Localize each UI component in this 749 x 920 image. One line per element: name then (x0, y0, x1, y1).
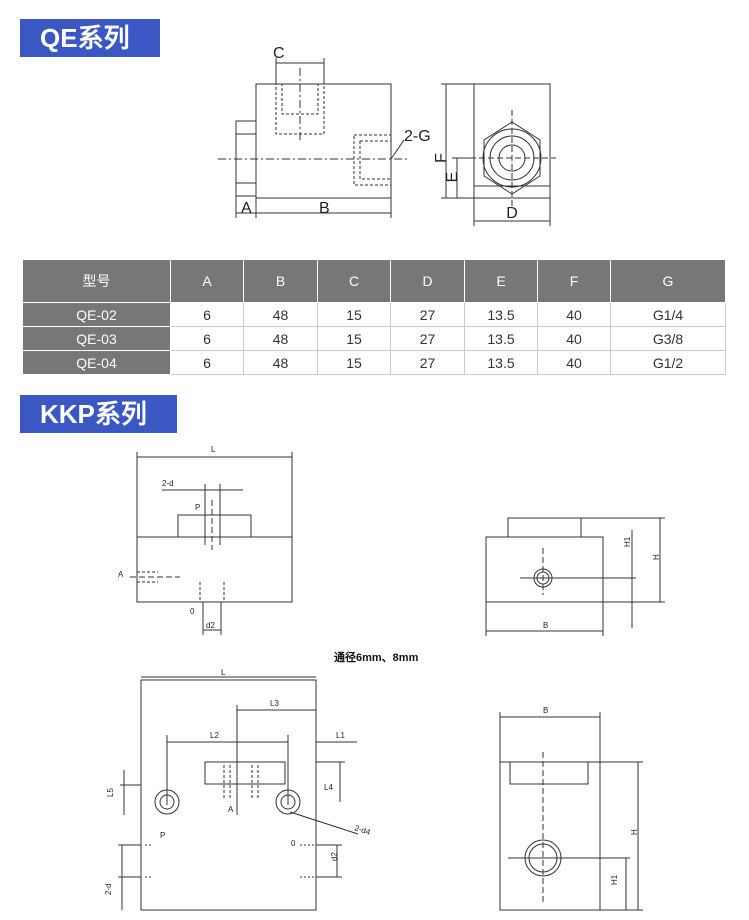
kkp-lower-label-d2: d2 (330, 852, 339, 861)
kkp-lower-label-l: L (221, 668, 226, 677)
header-model: 型号 (22, 259, 171, 303)
kkp-upper-label-l: L (211, 445, 216, 454)
kkp-upper-label-d2: d2 (206, 621, 215, 630)
kkp-lower-label-l1: L1 (336, 731, 345, 740)
cell: 27 (390, 350, 465, 375)
kkp-lower-label-b: B (543, 706, 548, 715)
kkp-upper-label-h: H (652, 554, 661, 560)
header-d: D (390, 259, 465, 303)
table-row: QE-04 6 48 15 27 13.5 40 G1/2 (22, 350, 726, 375)
kkp-upper-label-o: 0 (190, 607, 195, 616)
cell: 6 (170, 326, 244, 351)
kkp-lower-label-h1: H1 (610, 874, 619, 885)
cell: 13.5 (464, 350, 538, 375)
header-b: B (243, 259, 318, 303)
kkp-upper-label-a: A (118, 570, 124, 579)
kkp-lower-label-2d: 2-d (104, 883, 113, 895)
cell: 48 (243, 302, 318, 327)
cell-model: QE-04 (22, 350, 171, 375)
qe-label-e: E (444, 172, 461, 183)
cell: 40 (537, 350, 611, 375)
qe-dimension-drawing: C 2-G A B F E D (218, 45, 556, 226)
qe-series-title: QE系列 (20, 19, 160, 57)
cell: 13.5 (464, 302, 538, 327)
kkp-lower-label-2d4: 2-d4 (353, 823, 372, 837)
kkp-upper-label-b: B (543, 621, 548, 630)
kkp-lower-label-l3: L3 (270, 699, 279, 708)
cell: 48 (243, 326, 318, 351)
header-g: G (610, 259, 726, 303)
cell: 15 (317, 302, 391, 327)
kkp-upper-label-p: P (195, 503, 200, 512)
qe-label-g: 2-G (404, 128, 431, 145)
kkp-upper-label-h1: H1 (623, 536, 632, 547)
qe-label-b: B (319, 200, 330, 217)
kkp-lower-label-h: H (630, 829, 639, 835)
cell-model: QE-03 (22, 326, 171, 351)
table-row: QE-03 6 48 15 27 13.5 40 G3/8 (22, 326, 726, 351)
qe-label-d: D (506, 205, 518, 222)
qe-spec-table: 型号 A B C D E F G QE-02 6 48 15 27 13.5 4… (22, 259, 726, 375)
cell: G3/8 (610, 326, 726, 351)
header-a: A (170, 259, 244, 303)
cell: 40 (537, 302, 611, 327)
cell: G1/4 (610, 302, 726, 327)
kkp-lower-label-o: 0 (291, 839, 296, 848)
cell-model: QE-02 (22, 302, 171, 327)
cell: 6 (170, 350, 244, 375)
kkp-lower-label-l4: L4 (324, 783, 333, 792)
cell: 15 (317, 326, 391, 351)
table-header-row: 型号 A B C D E F G (22, 259, 726, 303)
kkp-lower-label-a: A (228, 805, 234, 814)
header-f: F (537, 259, 611, 303)
cell: G1/2 (610, 350, 726, 375)
cell: 27 (390, 326, 465, 351)
cell: 40 (537, 326, 611, 351)
cell: 6 (170, 302, 244, 327)
cell: 13.5 (464, 326, 538, 351)
cell: 15 (317, 350, 391, 375)
kkp-lower-label-l2: L2 (210, 731, 219, 740)
kkp-series-title: KKP系列 (20, 395, 177, 433)
cell: 48 (243, 350, 318, 375)
cell: 27 (390, 302, 465, 327)
header-c: C (317, 259, 391, 303)
qe-label-f: F (433, 153, 450, 163)
kkp-lower-label-p: P (160, 831, 165, 840)
kkp-bore-note: 通径6mm、8mm (334, 652, 419, 664)
kkp-lower-label-l5: L5 (106, 788, 115, 797)
table-row: QE-02 6 48 15 27 13.5 40 G1/4 (22, 302, 726, 327)
qe-label-c: C (273, 45, 285, 62)
kkp-upper-label-2d: 2-d (162, 479, 174, 488)
qe-label-a: A (241, 200, 252, 217)
header-e: E (464, 259, 538, 303)
